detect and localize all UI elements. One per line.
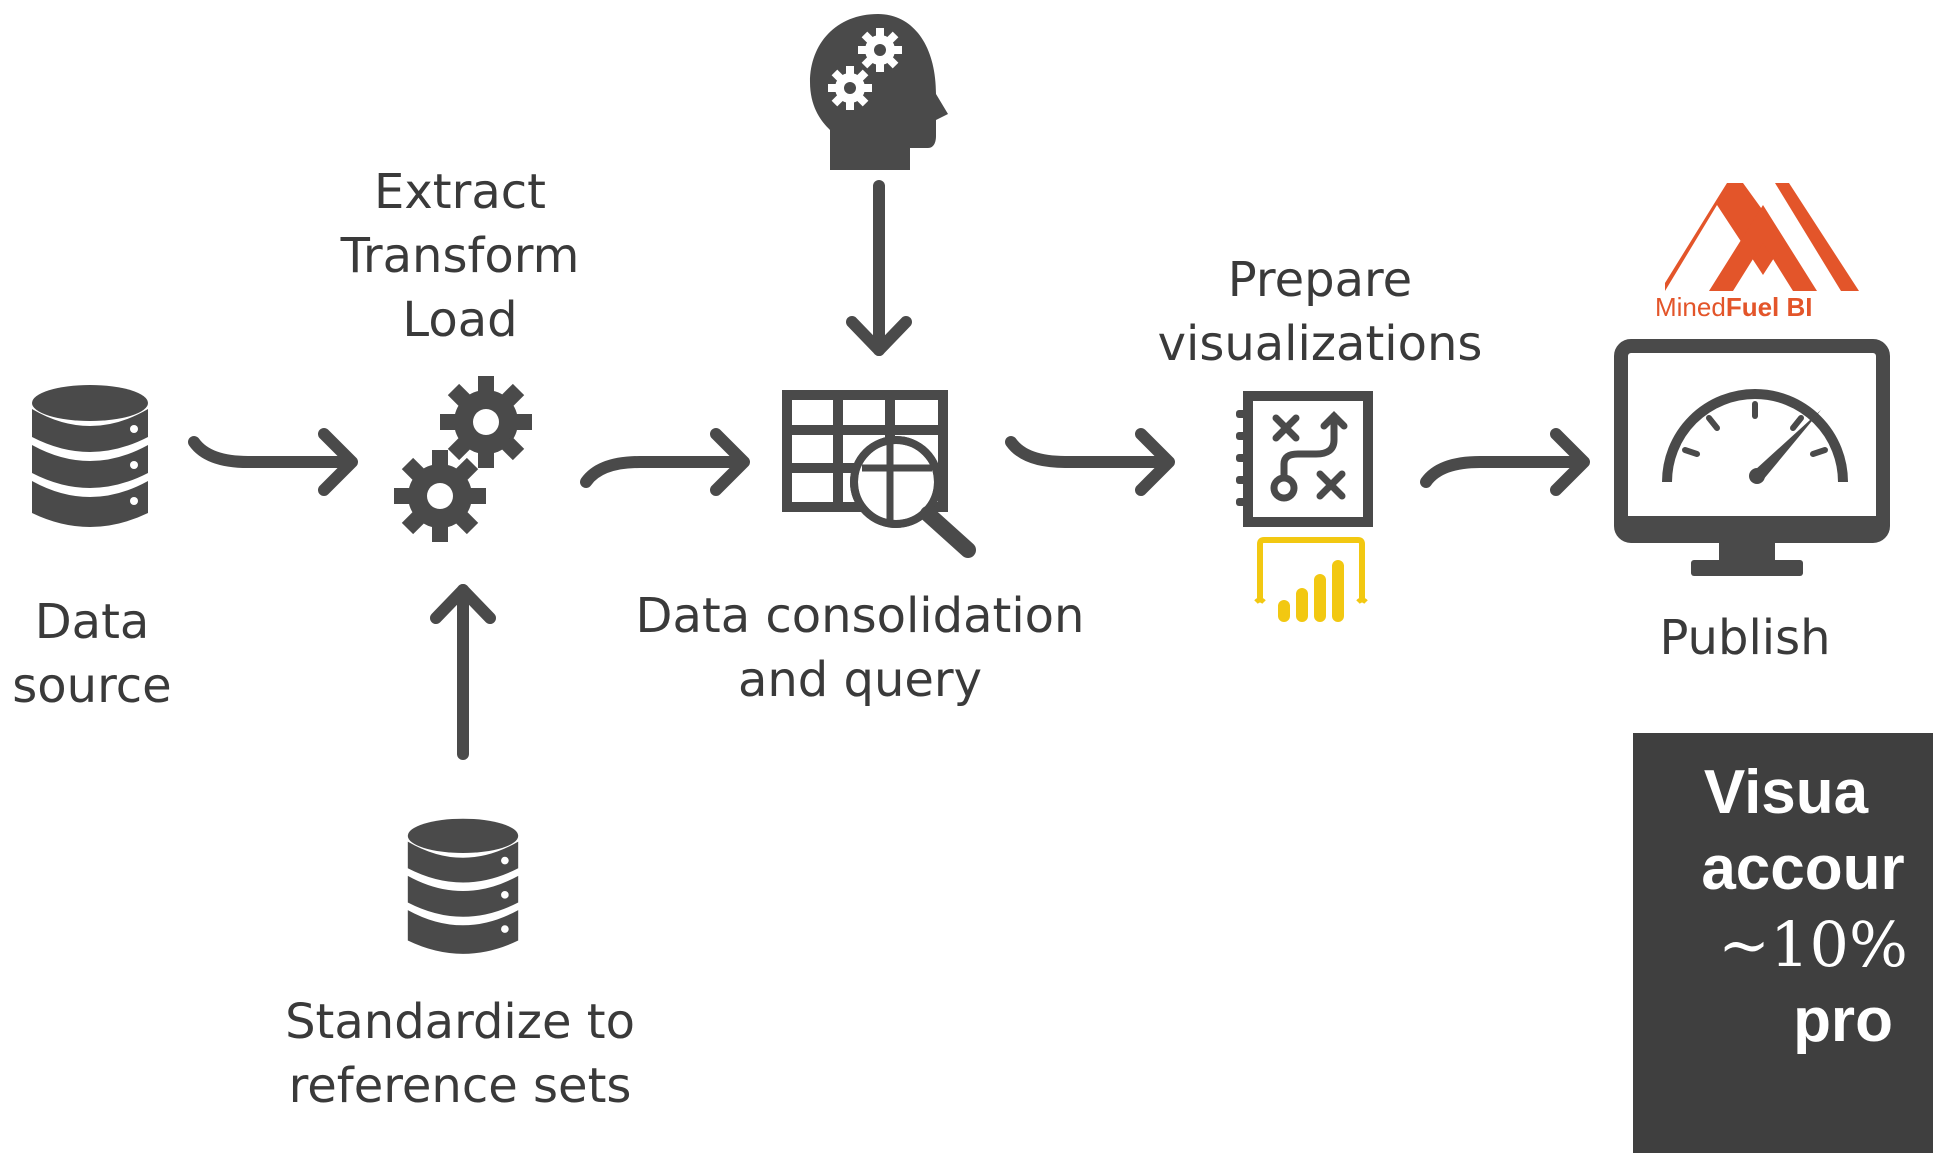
data-source-label: Data source bbox=[12, 594, 172, 714]
prepare-label: Prepare visualizations bbox=[1157, 252, 1483, 372]
minedfuel-brand-text: MinedFuel BI bbox=[1655, 292, 1813, 322]
callout-line-1: Visua bbox=[1703, 758, 1869, 827]
powerbi-icon bbox=[1254, 537, 1368, 622]
arrow-right-4 bbox=[1420, 428, 1590, 496]
arrow-right-2 bbox=[580, 428, 750, 496]
callout-box: Visua accour ~10% pro bbox=[1633, 733, 1933, 1153]
standardize-database-icon bbox=[407, 818, 519, 954]
publish-label: Publish bbox=[1659, 610, 1831, 666]
consolidation-label: Data consolidation and query bbox=[635, 588, 1085, 708]
callout-line-4: pro bbox=[1793, 986, 1893, 1055]
arrow-right-1 bbox=[188, 428, 358, 496]
data-source-database-icon bbox=[32, 385, 148, 527]
minedfuel-logo bbox=[1665, 183, 1859, 291]
callout-line-3: ~10% bbox=[1718, 908, 1908, 981]
gears-icon bbox=[394, 376, 532, 542]
head-gears-icon bbox=[810, 14, 948, 170]
arrow-up bbox=[430, 584, 496, 760]
strategy-board-icon bbox=[1236, 391, 1373, 527]
arrow-right-3 bbox=[1005, 428, 1175, 496]
etl-label: Extract Transform Load bbox=[340, 164, 580, 348]
table-search-icon bbox=[782, 390, 976, 558]
standardize-label: Standardize to reference sets bbox=[285, 994, 635, 1114]
monitor-dashboard-icon bbox=[1614, 339, 1890, 576]
callout-line-2: accour bbox=[1701, 834, 1905, 903]
arrow-down bbox=[846, 180, 912, 356]
